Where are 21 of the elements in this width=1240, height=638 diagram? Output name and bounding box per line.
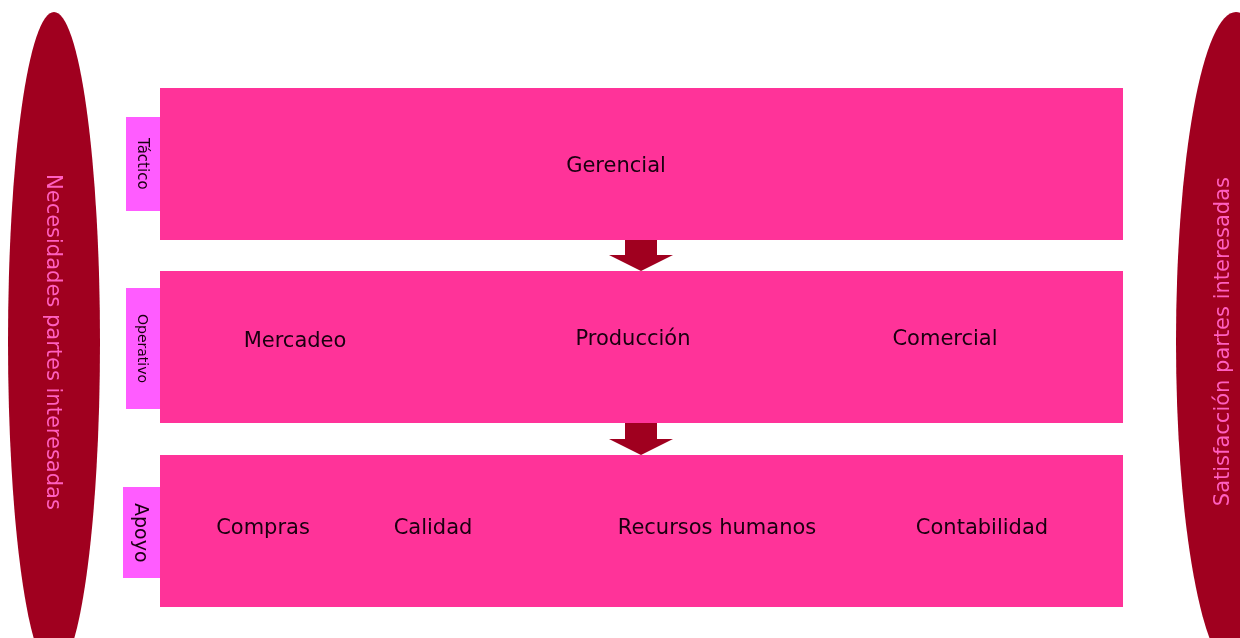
level-label: Táctico <box>134 138 152 190</box>
process-band <box>160 88 1123 240</box>
block-arrow <box>609 240 673 271</box>
level-tab <box>126 288 160 409</box>
process-band <box>160 271 1123 423</box>
side-label: Necesidades partes interesadas <box>42 174 66 510</box>
level-tab <box>126 117 160 211</box>
level-tab <box>123 487 160 578</box>
process-label: Compras <box>216 515 310 539</box>
process-label: Gerencial <box>566 153 666 177</box>
process-label: Comercial <box>892 326 998 350</box>
process-label: Calidad <box>393 515 473 539</box>
process-label: Producción <box>575 326 691 350</box>
side-label: Satisfacción partes interesadas <box>1210 177 1234 507</box>
block-arrow <box>609 423 673 455</box>
process-label: Contabilidad <box>915 515 1049 539</box>
process-label: Mercadeo <box>243 328 347 352</box>
process-band <box>160 455 1123 607</box>
level-label: Operativo <box>135 313 151 384</box>
level-label: Apoyo <box>130 502 153 563</box>
process-label: Recursos humanos <box>617 515 817 539</box>
